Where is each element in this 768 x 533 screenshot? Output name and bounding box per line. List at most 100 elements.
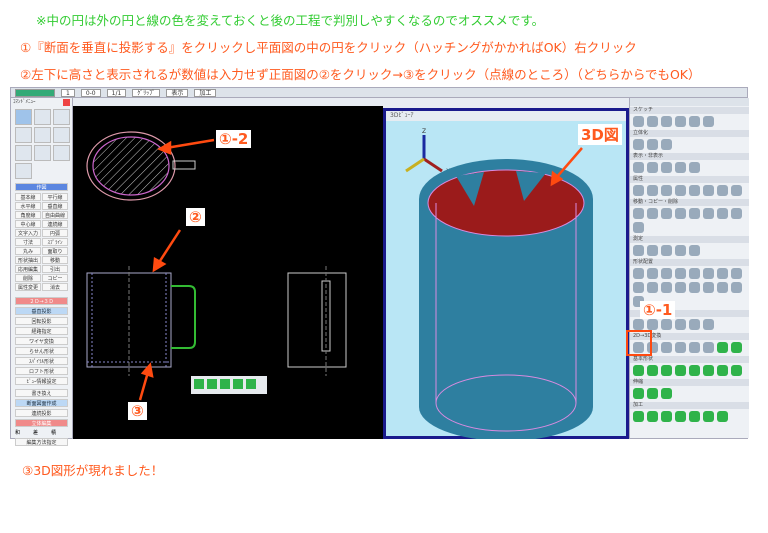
tool-icon[interactable] (703, 282, 714, 293)
front-view[interactable] (86, 266, 196, 376)
command-button[interactable]: 角度線 (15, 211, 41, 219)
dimension-icon[interactable] (34, 127, 51, 143)
tool-icon[interactable] (647, 245, 658, 256)
2d3d-command-button[interactable]: ﾋﾞｭｰ情報設定 (15, 377, 68, 385)
command-button[interactable]: 応用編集 (15, 265, 41, 273)
tool-icon[interactable] (675, 116, 686, 127)
tool-icon[interactable] (703, 185, 714, 196)
2d3d-command-button[interactable]: 垂直投影 (15, 307, 68, 315)
edit-method-button[interactable]: 編集方法指定 (15, 438, 68, 446)
tool-icon[interactable] (633, 296, 644, 307)
tool-icon[interactable] (703, 411, 714, 422)
tool-icon[interactable] (731, 365, 742, 376)
tool-icon[interactable] (675, 319, 686, 330)
tool-icon[interactable] (633, 245, 644, 256)
tool-icon[interactable] (647, 185, 658, 196)
tool-icon[interactable] (675, 411, 686, 422)
tool-icon[interactable] (675, 365, 686, 376)
close-icon[interactable] (63, 99, 70, 106)
tool-icon[interactable] (703, 342, 714, 353)
tool-icon[interactable] (675, 162, 686, 173)
tool-icon[interactable] (689, 185, 700, 196)
2d3d-command-button[interactable]: 回転投影 (15, 317, 68, 325)
scale-select[interactable]: 1/1 (106, 88, 127, 97)
command-button[interactable]: 面取り (42, 247, 68, 255)
command-button[interactable]: 形状抽出 (15, 256, 41, 264)
command-button[interactable]: 平行線 (42, 193, 68, 201)
tool-icon[interactable] (661, 245, 672, 256)
command-button[interactable]: 寸法 (15, 238, 41, 246)
tool-icon[interactable] (633, 411, 644, 422)
tool-icon[interactable] (675, 268, 686, 279)
tool-icon[interactable] (633, 222, 644, 233)
2d3d-command-button[interactable]: らせん形状 (15, 347, 68, 355)
tool-icon[interactable] (717, 208, 728, 219)
command-button[interactable]: 自由曲線 (42, 211, 68, 219)
command-button[interactable]: 円弧 (42, 229, 68, 237)
group-select[interactable]: 0-0 (80, 88, 101, 97)
tool-icon[interactable] (647, 342, 658, 353)
tool-icon[interactable] (689, 268, 700, 279)
tool-icon[interactable] (661, 162, 672, 173)
palette-nav[interactable] (630, 98, 749, 106)
plan-view[interactable] (86, 131, 196, 201)
command-button[interactable]: 属性変更 (15, 283, 41, 291)
solid-icon[interactable] (233, 379, 243, 389)
tool-icon[interactable] (731, 342, 742, 353)
2d-to-3d-header[interactable]: ２Ｄ→３Ｄ (15, 297, 68, 305)
display-checkbox[interactable]: 表示 (166, 88, 189, 97)
tool-icon[interactable] (647, 116, 658, 127)
stamp-icon[interactable] (15, 163, 32, 179)
tool-icon[interactable] (633, 282, 644, 293)
tool-icon[interactable] (633, 365, 644, 376)
tool-icon[interactable] (703, 268, 714, 279)
side-view[interactable] (287, 266, 347, 376)
tool-icon[interactable] (647, 139, 658, 150)
tool-icon[interactable] (661, 365, 672, 376)
tool-icon[interactable] (717, 282, 728, 293)
boolean-button[interactable]: 積 (51, 430, 57, 436)
2d3d-command-button[interactable]: ワイヤ変換 (15, 337, 68, 345)
tool-icon[interactable] (675, 245, 686, 256)
tool-icon[interactable] (731, 208, 742, 219)
tool-icon[interactable] (647, 388, 658, 399)
tool-icon[interactable] (633, 139, 644, 150)
tool-icon[interactable] (661, 116, 672, 127)
command-button[interactable]: 垂直線 (42, 202, 68, 210)
tool-icon[interactable] (661, 268, 672, 279)
tool-icon[interactable] (703, 116, 714, 127)
section-drawing-button[interactable]: 断面図面作成 (15, 399, 68, 407)
command-button[interactable]: ｽﾌﾟﾗｲﾝ (42, 238, 68, 246)
tool-icon[interactable] (703, 319, 714, 330)
tool-icon[interactable] (661, 139, 672, 150)
2d3d-command-button[interactable]: ｽﾊﾟｲﾗﾙ形状 (15, 357, 68, 365)
tool-icon[interactable] (689, 116, 700, 127)
tool-icon[interactable] (689, 411, 700, 422)
layer-select[interactable]: 1 (61, 88, 75, 97)
tool-icon[interactable] (703, 365, 714, 376)
tool-icon[interactable] (647, 319, 658, 330)
layer-icon[interactable] (34, 145, 51, 161)
tool-icon[interactable] (647, 365, 658, 376)
tool-icon[interactable] (633, 162, 644, 173)
tool-icon[interactable] (647, 268, 658, 279)
tool-icon[interactable] (731, 268, 742, 279)
tool-icon[interactable] (675, 282, 686, 293)
edit-icon[interactable] (34, 109, 51, 125)
tool-icon[interactable] (633, 268, 644, 279)
tool-icon[interactable] (717, 342, 728, 353)
tool-icon[interactable] (731, 185, 742, 196)
tool-icon[interactable] (633, 342, 644, 353)
tool-icon[interactable] (661, 185, 672, 196)
tool-icon[interactable] (675, 342, 686, 353)
tool-icon[interactable] (689, 245, 700, 256)
tool-icon[interactable] (689, 342, 700, 353)
tool-icon[interactable] (717, 411, 728, 422)
command-button[interactable]: 水平線 (15, 202, 41, 210)
tool-icon[interactable] (717, 365, 728, 376)
command-button[interactable]: 削除 (15, 274, 41, 282)
tool-icon[interactable] (661, 282, 672, 293)
linetype-select[interactable]: ｸﾞﾘｯﾌﾟ (132, 88, 161, 97)
tool-icon[interactable] (689, 208, 700, 219)
tool-icon[interactable] (703, 208, 714, 219)
